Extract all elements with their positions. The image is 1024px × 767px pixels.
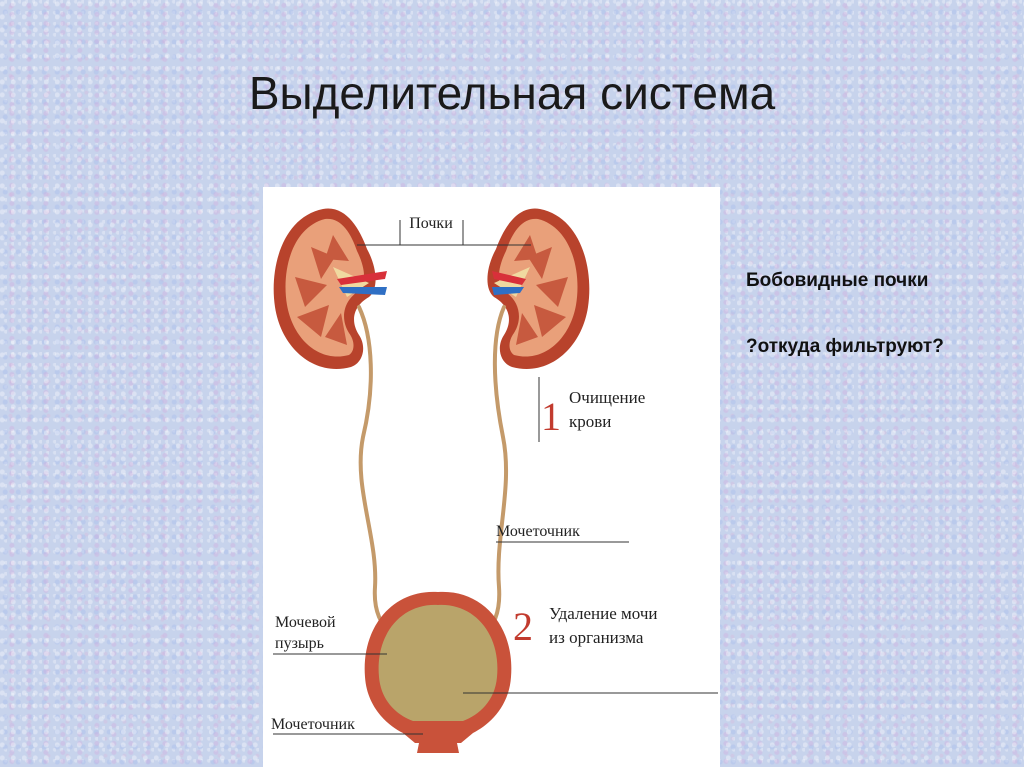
step1-line1: Очищение — [569, 388, 645, 407]
label-ureter: Мочеточник — [496, 523, 580, 540]
excretory-system-diagram: Почки 1 Очищение крови Мочеточник 2 Удал… — [271, 208, 718, 753]
excretory-system-figure: Почки 1 Очищение крови Мочеточник 2 Удал… — [263, 187, 720, 767]
leader-lines — [273, 220, 718, 735]
step1-number: 1 — [541, 394, 561, 439]
left-ureter — [357, 305, 395, 639]
note-kidney-shape: Бобовидные почки — [746, 270, 929, 291]
label-urethra: Мочеточник — [271, 716, 355, 733]
step2-line1: Удаление мочи — [549, 604, 657, 623]
step2-number: 2 — [513, 604, 533, 649]
slide-title: Выделительная система — [248, 67, 776, 119]
left-kidney — [273, 208, 387, 369]
label-bladder-line2: пузырь — [275, 635, 324, 652]
right-ureter — [481, 305, 509, 639]
step2-line2: из организма — [549, 628, 644, 647]
step1-line2: крови — [569, 412, 611, 431]
label-bladder-line1: Мочевой — [275, 614, 336, 631]
note-filter-question: ?откуда фильтруют? — [746, 336, 944, 357]
bladder — [364, 591, 512, 753]
label-kidneys: Почки — [409, 215, 453, 232]
right-kidney — [487, 208, 590, 369]
